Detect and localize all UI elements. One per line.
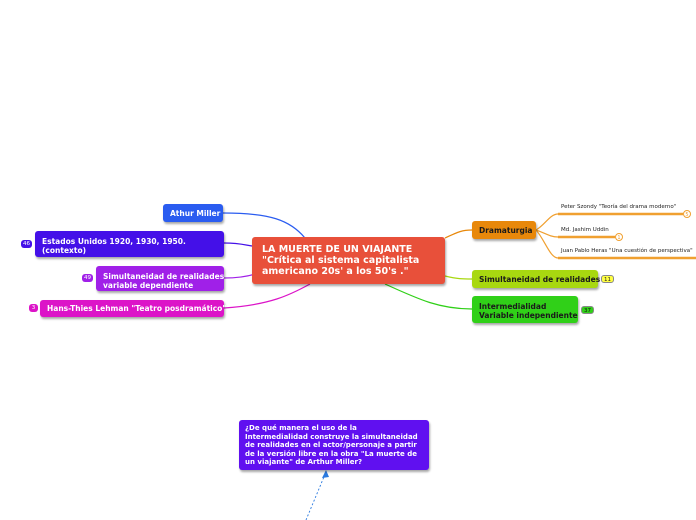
badge-leaf-2[interactable]: 1 (615, 233, 623, 241)
question-connector (305, 471, 327, 520)
connector-estados (223, 242, 253, 247)
connector-leaf-2 (535, 229, 559, 238)
topic-arthur-miller-label: Athur Miller (170, 209, 221, 218)
central-topic-line-3: americano 20s' a los 50's ." (262, 266, 409, 277)
connector-leaf-1 (535, 213, 559, 231)
topic-hans-label: Hans-Thies Lehman "Teatro posdramático" (47, 304, 227, 313)
topic-simult-left-line-2: variable dependiente (103, 281, 194, 290)
connector-arthur (222, 212, 306, 239)
topic-hans-thies[interactable]: Hans-Thies Lehman "Teatro posdramático" (40, 300, 227, 317)
leaf-jashim-uddin[interactable]: Md. Jashim Uddin (561, 227, 609, 233)
question-line-2: Intermedialidad construye la simultaneid… (245, 432, 418, 441)
topic-estados-line-1: Estados Unidos 1920, 1930, 1950. (42, 237, 186, 246)
badge-simult-left[interactable]: 49 (82, 274, 93, 282)
topic-inter-line-2: Variable independiente (479, 311, 578, 320)
connector-hans (223, 283, 311, 309)
topic-simult-left-line-1: Simultaneidad de realidades (103, 272, 225, 281)
topic-estados-unidos[interactable]: Estados Unidos 1920, 1930, 1950. (contex… (35, 231, 224, 257)
badge-simult-right[interactable]: 11 (601, 275, 614, 283)
question-line-3: de realidades en el actor/personaje a pa… (245, 441, 417, 449)
question-line-5: un viajante" de Arthur Miller? (245, 458, 363, 466)
floating-question[interactable]: ¿De qué manera el uso de la Intermediali… (239, 420, 429, 470)
topic-estados-line-2: (contexto) (42, 246, 87, 255)
topic-simultaneidad-dependiente[interactable]: Simultaneidad de realidades variable dep… (96, 266, 224, 291)
question-line-1: ¿De qué manera el uso de la (245, 424, 357, 432)
leaf-peter-szondy[interactable]: Peter Szondy "Teoría del drama moderno" (561, 204, 677, 210)
question-line-4: de la versión libre en la obra "La muert… (245, 449, 417, 458)
topic-inter-line-1: Intermedialidad (479, 302, 547, 311)
central-topic-line-1: LA MUERTE DE UN VIAJANTE (262, 244, 413, 255)
connector-simult-right (444, 275, 473, 280)
central-topic[interactable]: LA MUERTE DE UN VIAJANTE "Crítica al sis… (252, 237, 445, 284)
connector-leaf-3 (535, 229, 559, 259)
topic-simultaneidad-realidades[interactable]: Simultaneidad de realidades (472, 270, 601, 288)
connector-inter (384, 283, 473, 310)
leaf-juan-pablo-heras[interactable]: Juan Pablo Heras "Una cuestión de perspe… (561, 248, 693, 254)
badge-hans[interactable]: 3 (29, 304, 38, 312)
topic-intermedialidad[interactable]: Intermedialidad Variable independiente (472, 296, 578, 323)
topic-simult-right-label: Simultaneidad de realidades (479, 275, 601, 284)
connector-dramaturgia (444, 229, 473, 239)
badge-inter[interactable]: 37 (581, 306, 594, 314)
topic-arthur-miller[interactable]: Athur Miller (163, 204, 223, 222)
badge-leaf-1[interactable]: 5 (683, 210, 691, 218)
question-arrowhead (322, 470, 329, 478)
central-topic-line-2: "Crítica al sistema capitalista (262, 255, 420, 266)
topic-dramaturgia[interactable]: Dramaturgia (472, 221, 536, 239)
topic-dramaturgia-label: Dramaturgia (479, 226, 533, 235)
badge-estados[interactable]: 46 (21, 240, 32, 248)
